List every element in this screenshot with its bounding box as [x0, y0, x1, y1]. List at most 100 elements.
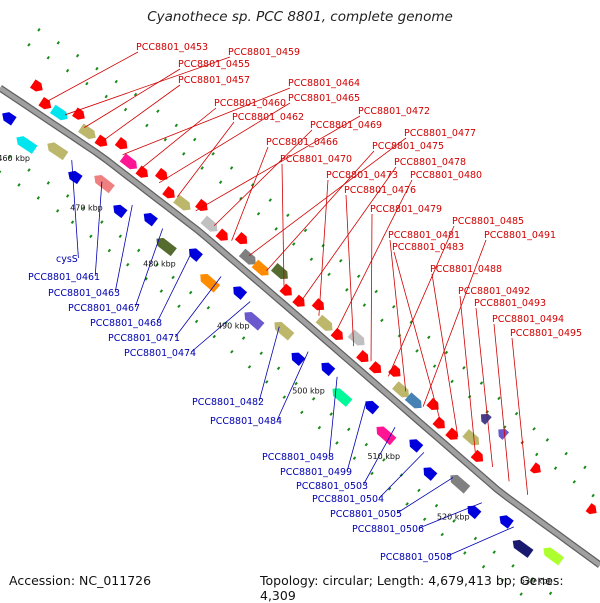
tick-mark: [81, 206, 86, 210]
forward-gene-feature: [368, 361, 382, 374]
forward-gene-label: PCC8801_0480: [410, 170, 482, 181]
tick-mark: [434, 503, 439, 508]
reverse-gene-label: PCC8801_0506: [352, 524, 424, 535]
reverse-gene-feature: [365, 400, 380, 415]
tick-mark: [230, 349, 234, 354]
reverse-gene-label: PCC8801_0461: [28, 272, 100, 283]
tick-mark: [194, 319, 199, 324]
tick-mark: [159, 289, 164, 293]
reverse-gene-label: PCC8801_0463: [48, 288, 120, 299]
tick-mark: [452, 519, 456, 523]
tick-mark: [155, 262, 159, 267]
reverse-gene-feature: [244, 311, 265, 331]
tick-mark: [417, 488, 421, 493]
forward-leader-line: [266, 150, 375, 272]
forward-gene-feature: [432, 416, 445, 429]
tick-mark: [256, 211, 261, 216]
tick-mark: [182, 152, 186, 156]
reverse-leader-line: [396, 477, 454, 514]
forward-gene-feature: [215, 228, 228, 241]
forward-leader-line: [422, 239, 487, 407]
feature-layer: [2, 79, 597, 566]
tick-mark: [239, 196, 243, 201]
forward-gene-feature: [238, 248, 256, 265]
reverse-leader-line: [174, 276, 222, 338]
tick-mark: [548, 591, 553, 596]
forward-leader-line: [511, 337, 529, 495]
reverse-gene-feature: [543, 547, 565, 566]
forward-gene-label: PCC8801_0473: [326, 170, 398, 181]
reverse-gene-label: PCC8801_0484: [210, 416, 282, 427]
tick-mark: [137, 248, 141, 253]
forward-gene-label: PCC8801_0477: [404, 128, 476, 139]
reverse-gene-feature: [189, 248, 203, 262]
forward-gene-label: PCC8801_0488: [430, 264, 502, 275]
tick-mark: [65, 68, 70, 73]
tick-mark: [327, 272, 331, 277]
forward-gene-label: PCC8801_0453: [136, 42, 208, 53]
tick-mark: [432, 364, 437, 368]
forward-gene-label: PCC8801_0469: [310, 120, 382, 131]
forward-leader-line: [231, 146, 269, 241]
tick-mark: [514, 411, 519, 416]
tick-mark: [27, 42, 31, 47]
tick-mark: [532, 427, 536, 431]
forward-leader-line: [140, 107, 217, 170]
forward-leader-line: [301, 166, 397, 302]
forward-leader-line: [335, 179, 413, 332]
tick-mark: [206, 305, 211, 310]
forward-gene-label: PCC8801_0475: [372, 141, 444, 152]
tick-mark: [292, 242, 296, 246]
tick-mark: [104, 94, 108, 99]
tick-mark: [463, 551, 467, 555]
map-title: Cyanothece sp. PCC 8801, complete genome: [147, 9, 453, 25]
reverse-gene-feature: [233, 286, 248, 300]
tick-mark: [56, 40, 60, 45]
tick-mark: [535, 452, 539, 457]
reverse-gene-feature: [467, 505, 482, 520]
tick-mark: [46, 181, 50, 185]
tick-mark: [70, 220, 75, 224]
forward-gene-feature: [119, 153, 138, 170]
forward-gene-feature: [72, 107, 85, 120]
forward-gene-label: PCC8801_0476: [344, 185, 416, 196]
reverse-leader-line: [134, 228, 164, 308]
reverse-leader-line: [94, 181, 103, 277]
backbone: [0, 86, 600, 567]
scale-label: 460 kbp: [0, 154, 30, 163]
forward-gene-label: PCC8801_0470: [280, 154, 352, 165]
forward-gene-feature: [78, 123, 96, 140]
forward-leader-line: [370, 213, 373, 362]
tick-mark: [123, 107, 128, 112]
forward-leader-line: [345, 194, 355, 347]
tick-mark: [335, 441, 339, 445]
tick-mark: [274, 227, 278, 231]
tick-mark: [193, 137, 197, 142]
forward-gene-feature: [311, 298, 325, 311]
reverse-gene-label: PCC8801_0468: [90, 318, 162, 329]
forward-gene-label: PCC8801_0455: [178, 59, 250, 70]
forward-leader-line: [493, 323, 510, 482]
outer-gene-feature: [529, 462, 541, 474]
forward-gene-feature: [292, 294, 305, 307]
tick-mark: [126, 262, 130, 267]
tick-mark: [268, 198, 272, 202]
tick-mark: [329, 412, 333, 416]
forward-gene-label: PCC8801_0485: [452, 216, 524, 227]
reverse-leader-line: [419, 502, 483, 529]
forward-gene-label: PCC8801_0457: [178, 75, 250, 86]
tick-mark: [572, 480, 577, 484]
tick-mark: [174, 123, 179, 128]
reverse-gene-label: PCC8801_0498: [262, 452, 334, 463]
tick-mark: [265, 380, 269, 384]
forward-gene-feature: [270, 263, 288, 280]
forward-leader-line: [459, 295, 476, 452]
tick-mark: [46, 55, 50, 60]
tick-mark: [75, 53, 80, 58]
forward-leader-line: [431, 273, 459, 437]
forward-leader-line: [65, 56, 231, 116]
tick-mark: [364, 442, 369, 447]
reverse-gene-feature: [274, 321, 295, 341]
tick-mark: [114, 79, 118, 84]
tick-mark: [95, 66, 99, 71]
